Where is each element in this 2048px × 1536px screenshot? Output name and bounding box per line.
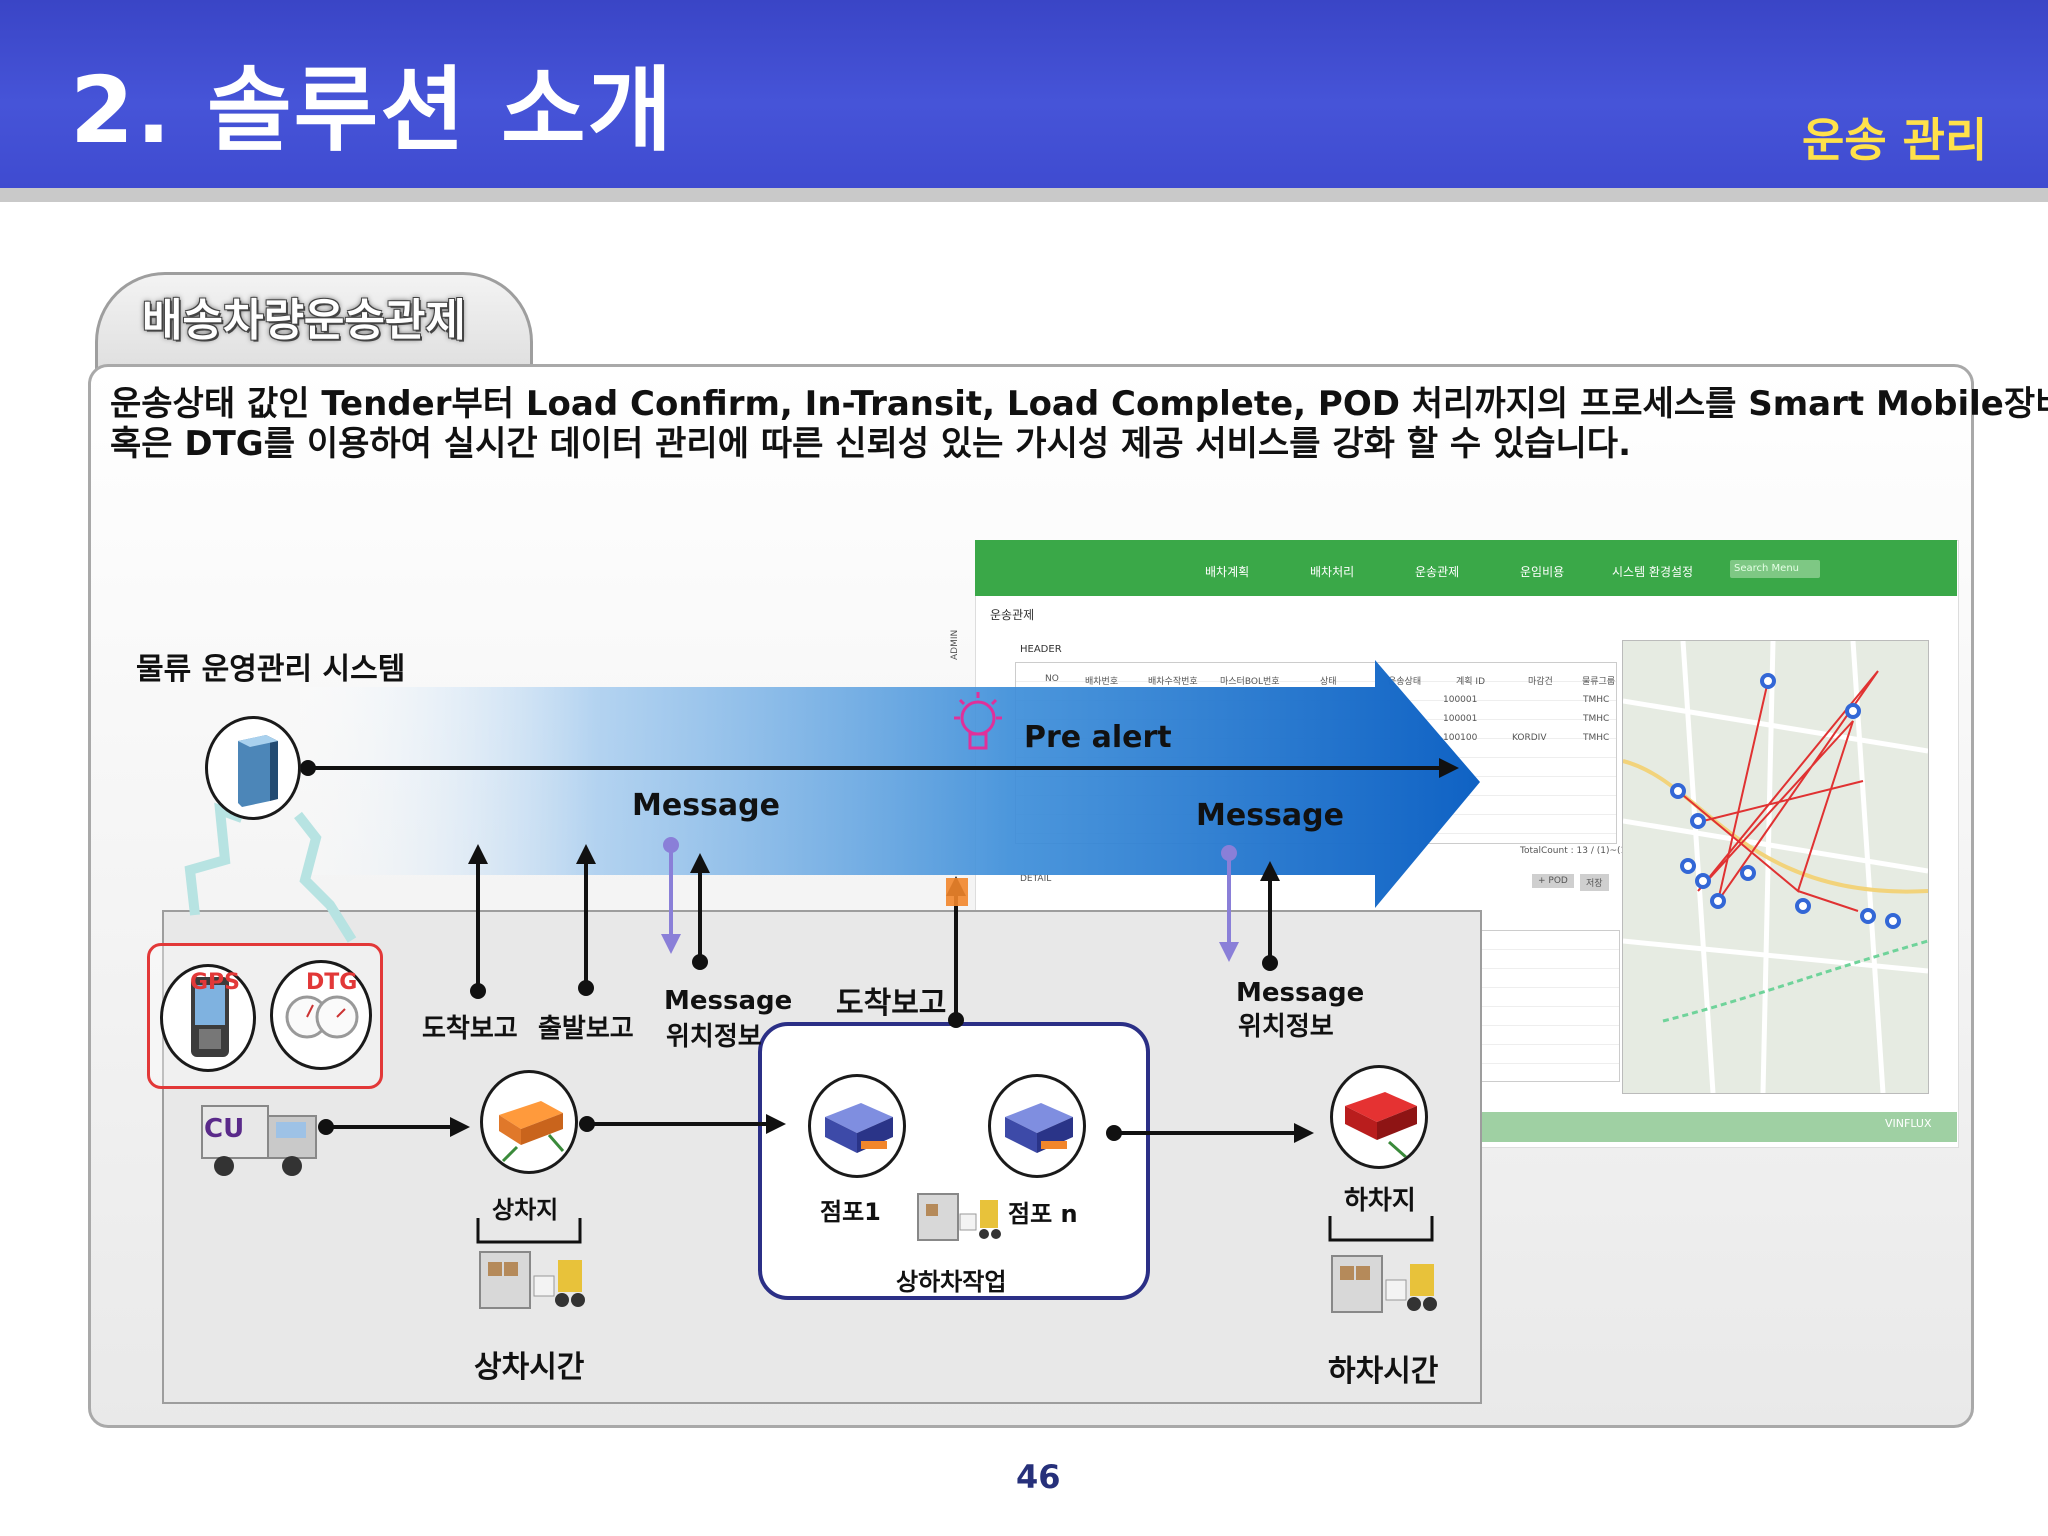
unload-load-work-label: 상하차작업: [896, 1268, 1007, 1296]
store-1-node: [808, 1074, 906, 1178]
tms-footer: [1478, 1112, 1957, 1142]
description-line-1: 운송상태 값인 Tender부터 Load Confirm, In-Transi…: [110, 384, 2048, 424]
store-building-icon: [1005, 1103, 1073, 1153]
gps-label: GPS: [190, 970, 241, 995]
message-location-right-line1: Message: [1236, 978, 1365, 1008]
store-building-icon: [825, 1103, 893, 1153]
title-bar-rule: [0, 188, 2048, 202]
vinflux-logo: VINFLUX: [1885, 1117, 1932, 1130]
tms-pod-button: + POD: [1532, 874, 1574, 888]
system-label: 물류 운영관리 시스템: [136, 652, 406, 687]
gps-device-node: [160, 964, 256, 1072]
message-location-right-line2: 위치정보: [1238, 1012, 1334, 1042]
tms-cell: KORDIV: [1512, 733, 1547, 743]
store-n-label: 점포 n: [1008, 1200, 1078, 1228]
tms-save-button: 저장: [1580, 874, 1609, 891]
tms-detail-grid: [1478, 930, 1620, 1082]
tms-tab-title: 운송관제: [990, 608, 1035, 622]
loading-dock-icon: [499, 1101, 565, 1163]
tms-col: 배차번호: [1085, 677, 1119, 687]
tms-cell: 100100: [1443, 733, 1478, 743]
tms-nav-item: 시스템 환경설정: [1612, 565, 1694, 579]
message-location-left-line2: 위치정보: [666, 1022, 762, 1052]
lightbulb-icon: [954, 692, 1002, 750]
tms-col: 배차수작번호: [1148, 677, 1198, 687]
tms-cell: TMHC: [1583, 695, 1610, 705]
map-panel: [1622, 640, 1929, 1094]
unloading-time-label: 하차시간: [1328, 1354, 1439, 1389]
truck-icon: [201, 1105, 317, 1176]
message-location-left-line1: Message: [664, 986, 793, 1016]
forklift-cargo-icon: [917, 1193, 1001, 1241]
loading-time-label: 상차시간: [474, 1350, 585, 1385]
tms-col: 물류그룹: [1582, 677, 1616, 687]
arrival-report-center-label: 도착보고: [836, 986, 947, 1021]
forklift-cargo-icon: [479, 1251, 585, 1309]
truck-brand-logo: CU: [204, 1114, 245, 1144]
departure-report-label: 출발보고: [538, 1014, 634, 1044]
message-label-left: Message: [632, 788, 780, 823]
tms-cell: 100001: [1443, 695, 1478, 705]
server-node: [205, 716, 301, 820]
section-label: 운송 관리: [1802, 113, 1988, 167]
forklift-cargo-icon: [1331, 1255, 1437, 1313]
tms-cell: TMHC: [1583, 714, 1610, 724]
tms-col: 계획 ID: [1456, 677, 1486, 687]
loading-site-node: [480, 1070, 578, 1174]
tms-col: 상태: [1320, 677, 1337, 687]
dtg-device-node: [270, 960, 372, 1070]
tms-total-count: TotalCount : 13 / (1)~(1): [1520, 846, 1630, 856]
tms-col: 마스터BOL번호: [1220, 677, 1280, 687]
pre-alert-label: Pre alert: [1024, 720, 1172, 755]
loading-site-label: 상차지: [492, 1196, 559, 1224]
page-number: 46: [1016, 1458, 1061, 1496]
card-tab-label: 배송차량운송관제: [142, 295, 466, 346]
map-routes: [1623, 641, 1928, 1093]
tms-nav-item: 운임비용: [1520, 565, 1565, 579]
dtg-label: DTG: [306, 970, 358, 995]
arrival-report-label: 도착보고: [422, 1014, 518, 1044]
message-label-right: Message: [1196, 798, 1344, 833]
tms-header-label: HEADER: [1020, 644, 1062, 655]
tms-nav-item: 배차처리: [1310, 565, 1355, 579]
dtg-gauge-icon: [285, 995, 359, 1039]
tms-detail-label: DETAIL: [1020, 874, 1052, 884]
description-line-2: 혹은 DTG를 이용하여 실시간 데이터 관리에 따른 신뢰성 있는 가시성 제…: [110, 424, 1631, 464]
tms-col: 마감건: [1528, 677, 1553, 687]
tms-cell: 100001: [1443, 714, 1478, 724]
store-n-node: [988, 1074, 1086, 1178]
slide-title: 2. 솔루션 소개: [70, 57, 675, 164]
unloading-site-label: 하차지: [1344, 1186, 1416, 1216]
tms-search-input: Search Menu: [1730, 560, 1820, 578]
title-bar: [0, 0, 2048, 188]
store-1-label: 점포1: [820, 1198, 881, 1226]
server-icon: [238, 735, 278, 807]
smartphone-icon: [191, 977, 229, 1057]
tms-nav-item: 운송관제: [1415, 565, 1460, 579]
tms-col: 운송상태: [1388, 677, 1422, 687]
unloading-site-node: [1330, 1065, 1428, 1169]
unloading-dock-icon: [1345, 1092, 1417, 1160]
tms-cell: TMHC: [1583, 733, 1610, 743]
tms-col: NO: [1045, 674, 1059, 684]
tms-nav-item: 배차계획: [1205, 565, 1250, 579]
